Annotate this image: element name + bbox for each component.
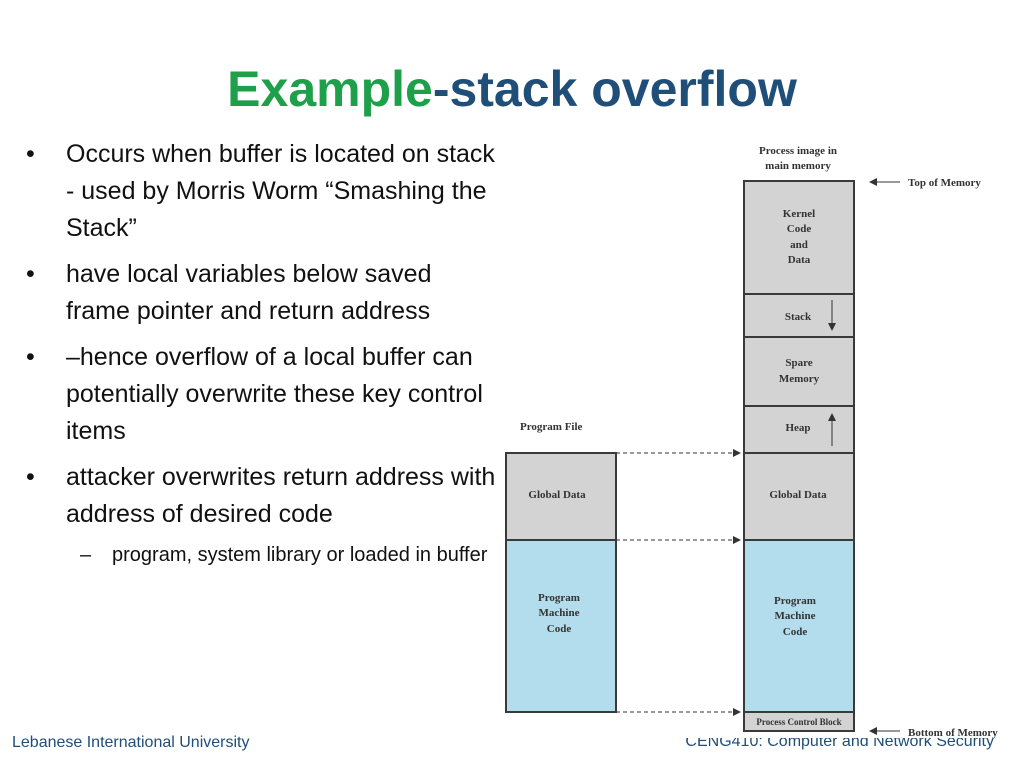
footer-university: Lebanese International University <box>12 734 250 751</box>
sub-bullet-item: – program, system library or loaded in b… <box>26 540 496 571</box>
pmc-right-text-1: Program <box>774 595 816 607</box>
sub-bullet-dash: – <box>80 544 92 566</box>
memory-diagram-svg: Process image in main memory Top of Memo… <box>498 136 1024 746</box>
global-data-text-right: Global Data <box>769 489 827 501</box>
program-file-label: Program File <box>520 421 583 433</box>
heap-text: Heap <box>785 422 810 434</box>
kernel-text-3: and <box>790 239 808 251</box>
kernel-block <box>743 180 855 295</box>
pcb-text: Process Control Block <box>756 717 841 727</box>
kernel-text-1: Kernel <box>783 208 815 220</box>
kernel-text-4: Data <box>788 254 811 266</box>
top-of-memory-label: Top of Memory <box>908 177 981 189</box>
spare-text-1: Spare <box>785 357 812 369</box>
footer-course: CENG410: Computer and Network Security <box>685 738 994 752</box>
bottom-of-memory-label: Bottom of Memory <box>908 727 998 739</box>
bullet-list: • Occurs when buffer is located on stack… <box>26 136 496 571</box>
kernel-text-2: Code <box>787 223 812 235</box>
bullet-text: –hence overflow of a local buffer can po… <box>66 343 483 445</box>
global-data-block-left <box>505 452 617 541</box>
global-data-text-left: Global Data <box>528 489 586 501</box>
bullet-dot: • <box>26 463 35 491</box>
bullet-dot: • <box>26 343 35 371</box>
program-machine-code-block-right <box>743 539 855 713</box>
pmc-left-text-3: Code <box>547 623 572 635</box>
bullet-dot: • <box>26 140 35 168</box>
bullet-text: have local variables below saved frame p… <box>66 260 432 325</box>
bullet-dot: • <box>26 260 35 288</box>
process-image-label-1: Process image in <box>759 145 837 157</box>
footer-course-text: CENG410: Computer and Network Security <box>685 738 994 750</box>
bullet-item: • have local variables below saved frame… <box>26 256 496 330</box>
program-machine-code-block-left <box>505 539 617 713</box>
title-example: Example <box>227 61 433 117</box>
slide-title: Example-stack overflow <box>0 62 1024 117</box>
spare-text-2: Memory <box>779 373 820 385</box>
pmc-left-text-1: Program <box>538 592 580 604</box>
bullet-text: Occurs when buffer is located on stack -… <box>66 140 495 242</box>
global-data-block-right <box>743 452 855 541</box>
bullet-text: attacker overwrites return address with … <box>66 463 496 528</box>
sub-bullet-text: program, system library or loaded in buf… <box>112 544 488 566</box>
pmc-right-text-2: Machine <box>775 610 816 622</box>
bullet-item: • attacker overwrites return address wit… <box>26 459 496 533</box>
bullet-item: • –hence overflow of a local buffer can … <box>26 339 496 450</box>
memory-layout-diagram: Process image in main memory Top of Memo… <box>498 136 1024 746</box>
spare-memory-block <box>743 336 855 407</box>
title-topic: -stack overflow <box>432 61 797 117</box>
stack-text: Stack <box>785 311 812 323</box>
process-control-block <box>743 711 855 732</box>
pmc-right-text-3: Code <box>783 626 808 638</box>
bullet-item: • Occurs when buffer is located on stack… <box>26 136 496 247</box>
process-image-label-2: main memory <box>765 160 831 172</box>
pmc-left-text-2: Machine <box>539 607 580 619</box>
